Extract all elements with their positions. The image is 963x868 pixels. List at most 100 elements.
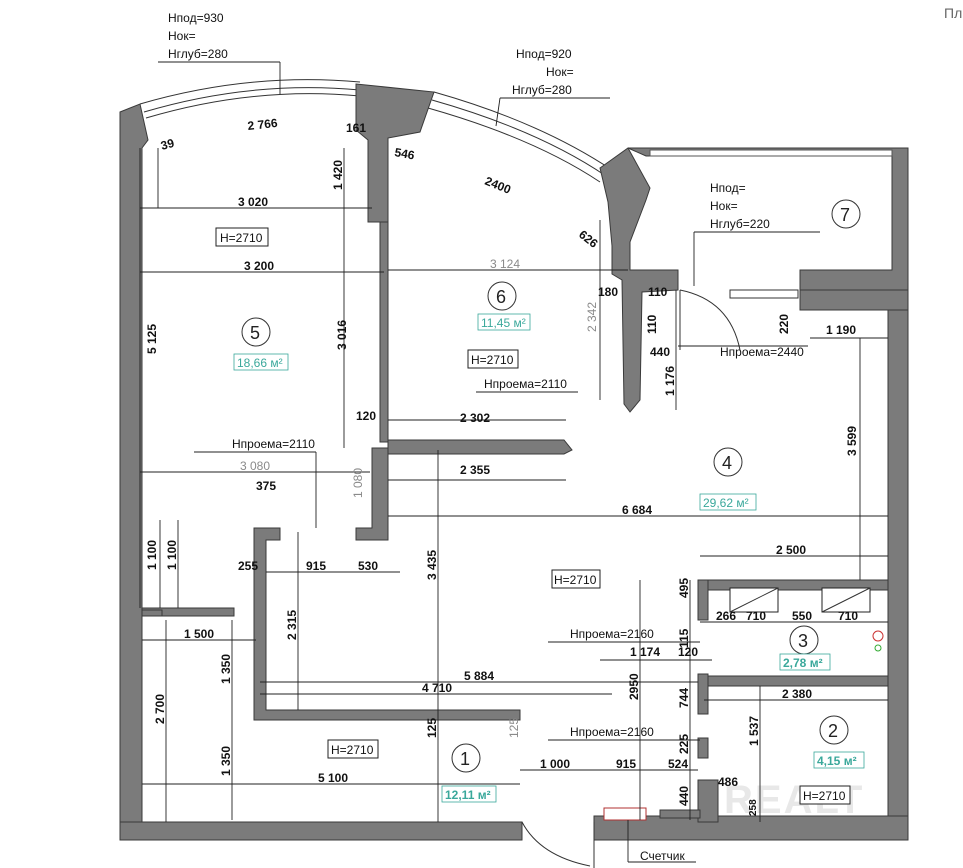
dim-440a: 440 [650,345,670,359]
dim-39: 39 [159,136,176,153]
opening-notes: Нпроема=2110 Нпроема=2110 Нпроема=2440 Н… [194,345,808,741]
dim-5884: 5 884 [464,669,494,683]
walls [119,79,909,841]
dim-3599: 3 599 [845,426,859,456]
dim-2700: 2 700 [153,694,167,724]
dim-266: 266 [716,609,736,623]
corner-text: Пл [944,5,962,21]
dim-3016: 3 016 [335,320,349,350]
dim-115: 115 [677,628,691,648]
room2-height: H=2710 [803,789,846,803]
room5-number: 5 [250,323,260,343]
dim-440b: 440 [677,786,691,806]
dim-125a: 125 [425,718,439,738]
dim-2500: 2 500 [776,543,806,557]
window3-depth: Нглуб=220 [710,217,770,231]
dim-220: 220 [777,314,791,334]
room2-number: 2 [828,721,838,741]
window1-ok: Нок= [168,29,196,43]
dim-524: 524 [668,757,688,771]
dim-125b: 125 [507,718,521,738]
window3-ok: Нок= [710,199,738,213]
dim-1537: 1 537 [747,716,761,746]
room1-area: 12,11 м² [445,788,491,802]
dim-2302: 2 302 [460,411,490,425]
dim-3200: 3 200 [244,259,274,273]
room2-area: 4,15 м² [817,754,857,768]
dim-2766: 2 766 [247,116,279,133]
meter-note: Счетчик [627,820,696,863]
dim-258: 258 [748,799,759,816]
dim-1176: 1 176 [663,366,677,396]
room3-number: 3 [798,631,808,651]
dim-1350a: 1 350 [219,654,233,684]
dim-710a: 710 [746,609,766,623]
opening-room3: Нпроема=2160 [570,627,654,641]
dim-3435: 3 435 [425,550,439,580]
dim-710b: 710 [838,609,858,623]
room4-number: 4 [722,453,732,473]
room4-height: H=2710 [554,573,597,587]
dim-161: 161 [346,121,366,135]
room6-height: H=2710 [471,353,514,367]
room5-height: H=2710 [220,231,263,245]
dim-6684: 6 684 [622,503,652,517]
dim-546: 546 [393,145,415,162]
room1-number: 1 [460,749,470,769]
dim-486: 486 [718,775,738,789]
dim-1174: 1 174 [630,645,660,659]
room6-area: 11,45 м² [481,316,526,330]
bathroom-fixtures [729,587,884,652]
dim-1190: 1 190 [826,323,856,337]
dim-1100a: 1 100 [145,540,159,570]
dim-3020: 3 020 [238,195,268,209]
opening-room6: Нпроема=2110 [484,377,567,391]
room-labels: H=2710 5 18,66 м² 6 11,45 м² H=2710 7 4 … [215,199,865,805]
dim-120b: 120 [678,645,698,659]
dim-2380: 2 380 [782,687,812,701]
dim-2315: 2 315 [285,610,299,640]
dim-915a: 915 [306,559,326,573]
opening-room7: Нпроема=2440 [720,345,804,359]
window-notes: Нпод=930 Нок= Нглуб=280 Нпод=920 Нок= Нг… [158,11,820,286]
room7-number: 7 [840,205,850,225]
dim-255: 255 [238,559,258,573]
dim-225: 225 [677,734,691,754]
window2-ok: Нок= [546,65,574,79]
dim-1350b: 1 350 [219,746,233,776]
window3-sill: Нпод= [710,181,746,195]
room1-height: H=2710 [331,743,374,757]
meter-label: Счетчик [640,849,686,863]
dim-3124: 3 124 [490,257,520,271]
dim-1500: 1 500 [184,627,214,641]
dim-2355: 2 355 [460,463,490,477]
dim-180: 180 [598,285,618,299]
dim-550: 550 [792,609,812,623]
opening-room2: Нпроема=2160 [570,725,654,739]
dim-110a: 110 [648,285,668,299]
electric-meter-box [603,807,647,821]
dim-744: 744 [677,688,691,708]
dim-375: 375 [256,479,276,493]
dim-1100b: 1 100 [165,540,179,570]
room5-area: 18,66 м² [237,356,283,370]
window2-depth: Нглуб=280 [512,83,572,97]
dim-1080: 1 080 [351,468,365,498]
dim-1420: 1 420 [331,160,345,190]
room6-number: 6 [496,287,506,307]
window1-sill: Нпод=930 [168,11,224,25]
room4-area: 29,62 м² [703,496,749,510]
dim-495: 495 [677,578,691,598]
dim-626: 626 [576,227,601,251]
dim-120a: 120 [356,409,376,423]
dim-110b: 110 [645,314,659,334]
dim-4710: 4 710 [422,681,452,695]
dim-3080: 3 080 [240,459,270,473]
dim-530: 530 [358,559,378,573]
opening-room5: Нпроема=2110 [232,437,315,451]
dim-915b: 915 [616,757,636,771]
window2-sill: Нпод=920 [516,47,572,61]
doors [521,289,799,868]
dim-1000: 1 000 [540,757,570,771]
